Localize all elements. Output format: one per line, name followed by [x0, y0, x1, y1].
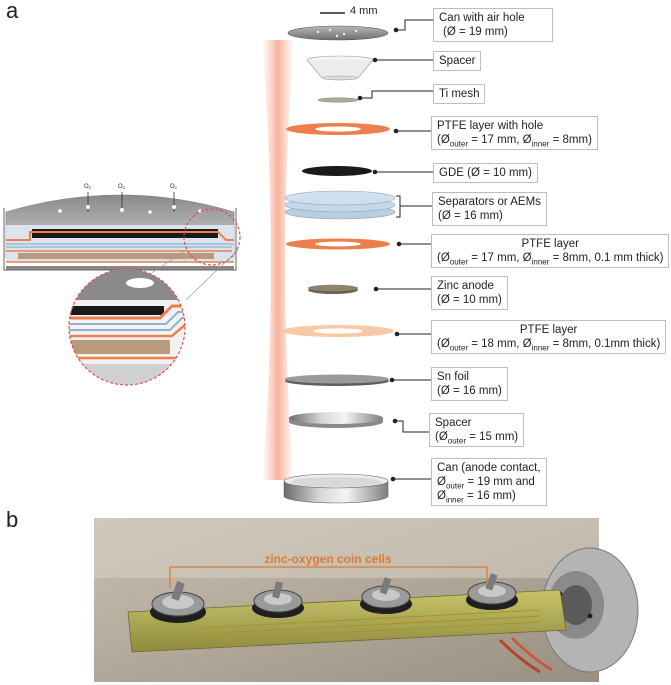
oxygen-label-2: O2	[118, 184, 126, 190]
spacer-bottom-part	[289, 412, 383, 428]
label-sn-foil: Sn foil (Ø = 16 mm)	[431, 367, 508, 401]
ptfe-layer-2-part	[286, 238, 390, 250]
sn-foil-part	[285, 374, 389, 386]
label-separators: Separators or AEMs (Ø = 16 mm)	[432, 192, 547, 226]
label-can-air-hole: Can with air hole (Ø = 19 mm)	[433, 8, 553, 42]
zoom-highlight-circle	[183, 208, 241, 266]
zoom-connector-2	[185, 249, 239, 301]
label-ptfe-layer-2: PTFE layer (Øouter = 17 mm, Øinner = 8mm…	[431, 234, 670, 268]
gde-part	[302, 166, 372, 176]
oxygen-label-1: O2	[84, 184, 92, 190]
label-spacer-bottom: Spacer (Øouter = 15 mm)	[429, 413, 525, 447]
photo-caption: zinc-oxygen coin cells	[264, 552, 392, 566]
panel-a-letter: a	[6, 0, 19, 23]
oxygen-label-3: O2	[170, 184, 178, 190]
zoom-connector-1	[149, 249, 187, 275]
coin-cell-photo	[94, 518, 639, 682]
label-gde: GDE (Ø = 10 mm)	[433, 163, 538, 183]
ptfe-hole-part	[286, 123, 390, 135]
label-can-anode: Can (anode contact, Øouter = 19 mm and Ø…	[431, 458, 547, 506]
light-beam-shape	[262, 40, 294, 480]
label-ptfe-layer-3: PTFE layer (Øouter = 18 mm, Øinner = 8mm…	[431, 320, 667, 354]
label-ptfe-hole: PTFE layer with hole (Øouter = 17 mm, Øi…	[431, 116, 598, 150]
spacer-top-part	[306, 55, 374, 81]
zinc-anode-part	[308, 284, 358, 294]
label-ti-mesh: Ti mesh	[433, 84, 486, 104]
label-zinc-anode: Zinc anode (Ø = 10 mm)	[431, 276, 508, 310]
panel-b-letter: b	[6, 507, 19, 532]
ptfe-layer-3-part	[282, 325, 394, 337]
cross-section	[3, 192, 237, 271]
ti-mesh-part	[317, 97, 359, 103]
scale-bar-label: 4 mm	[350, 5, 378, 17]
can-anode-part	[283, 473, 389, 504]
can-air-hole-part	[287, 25, 389, 41]
leader-dots	[357, 27, 402, 482]
separators-part	[284, 190, 396, 220]
leader-lines	[360, 19, 435, 480]
zoom-inset	[68, 268, 186, 386]
label-spacer-top: Spacer	[433, 51, 482, 71]
